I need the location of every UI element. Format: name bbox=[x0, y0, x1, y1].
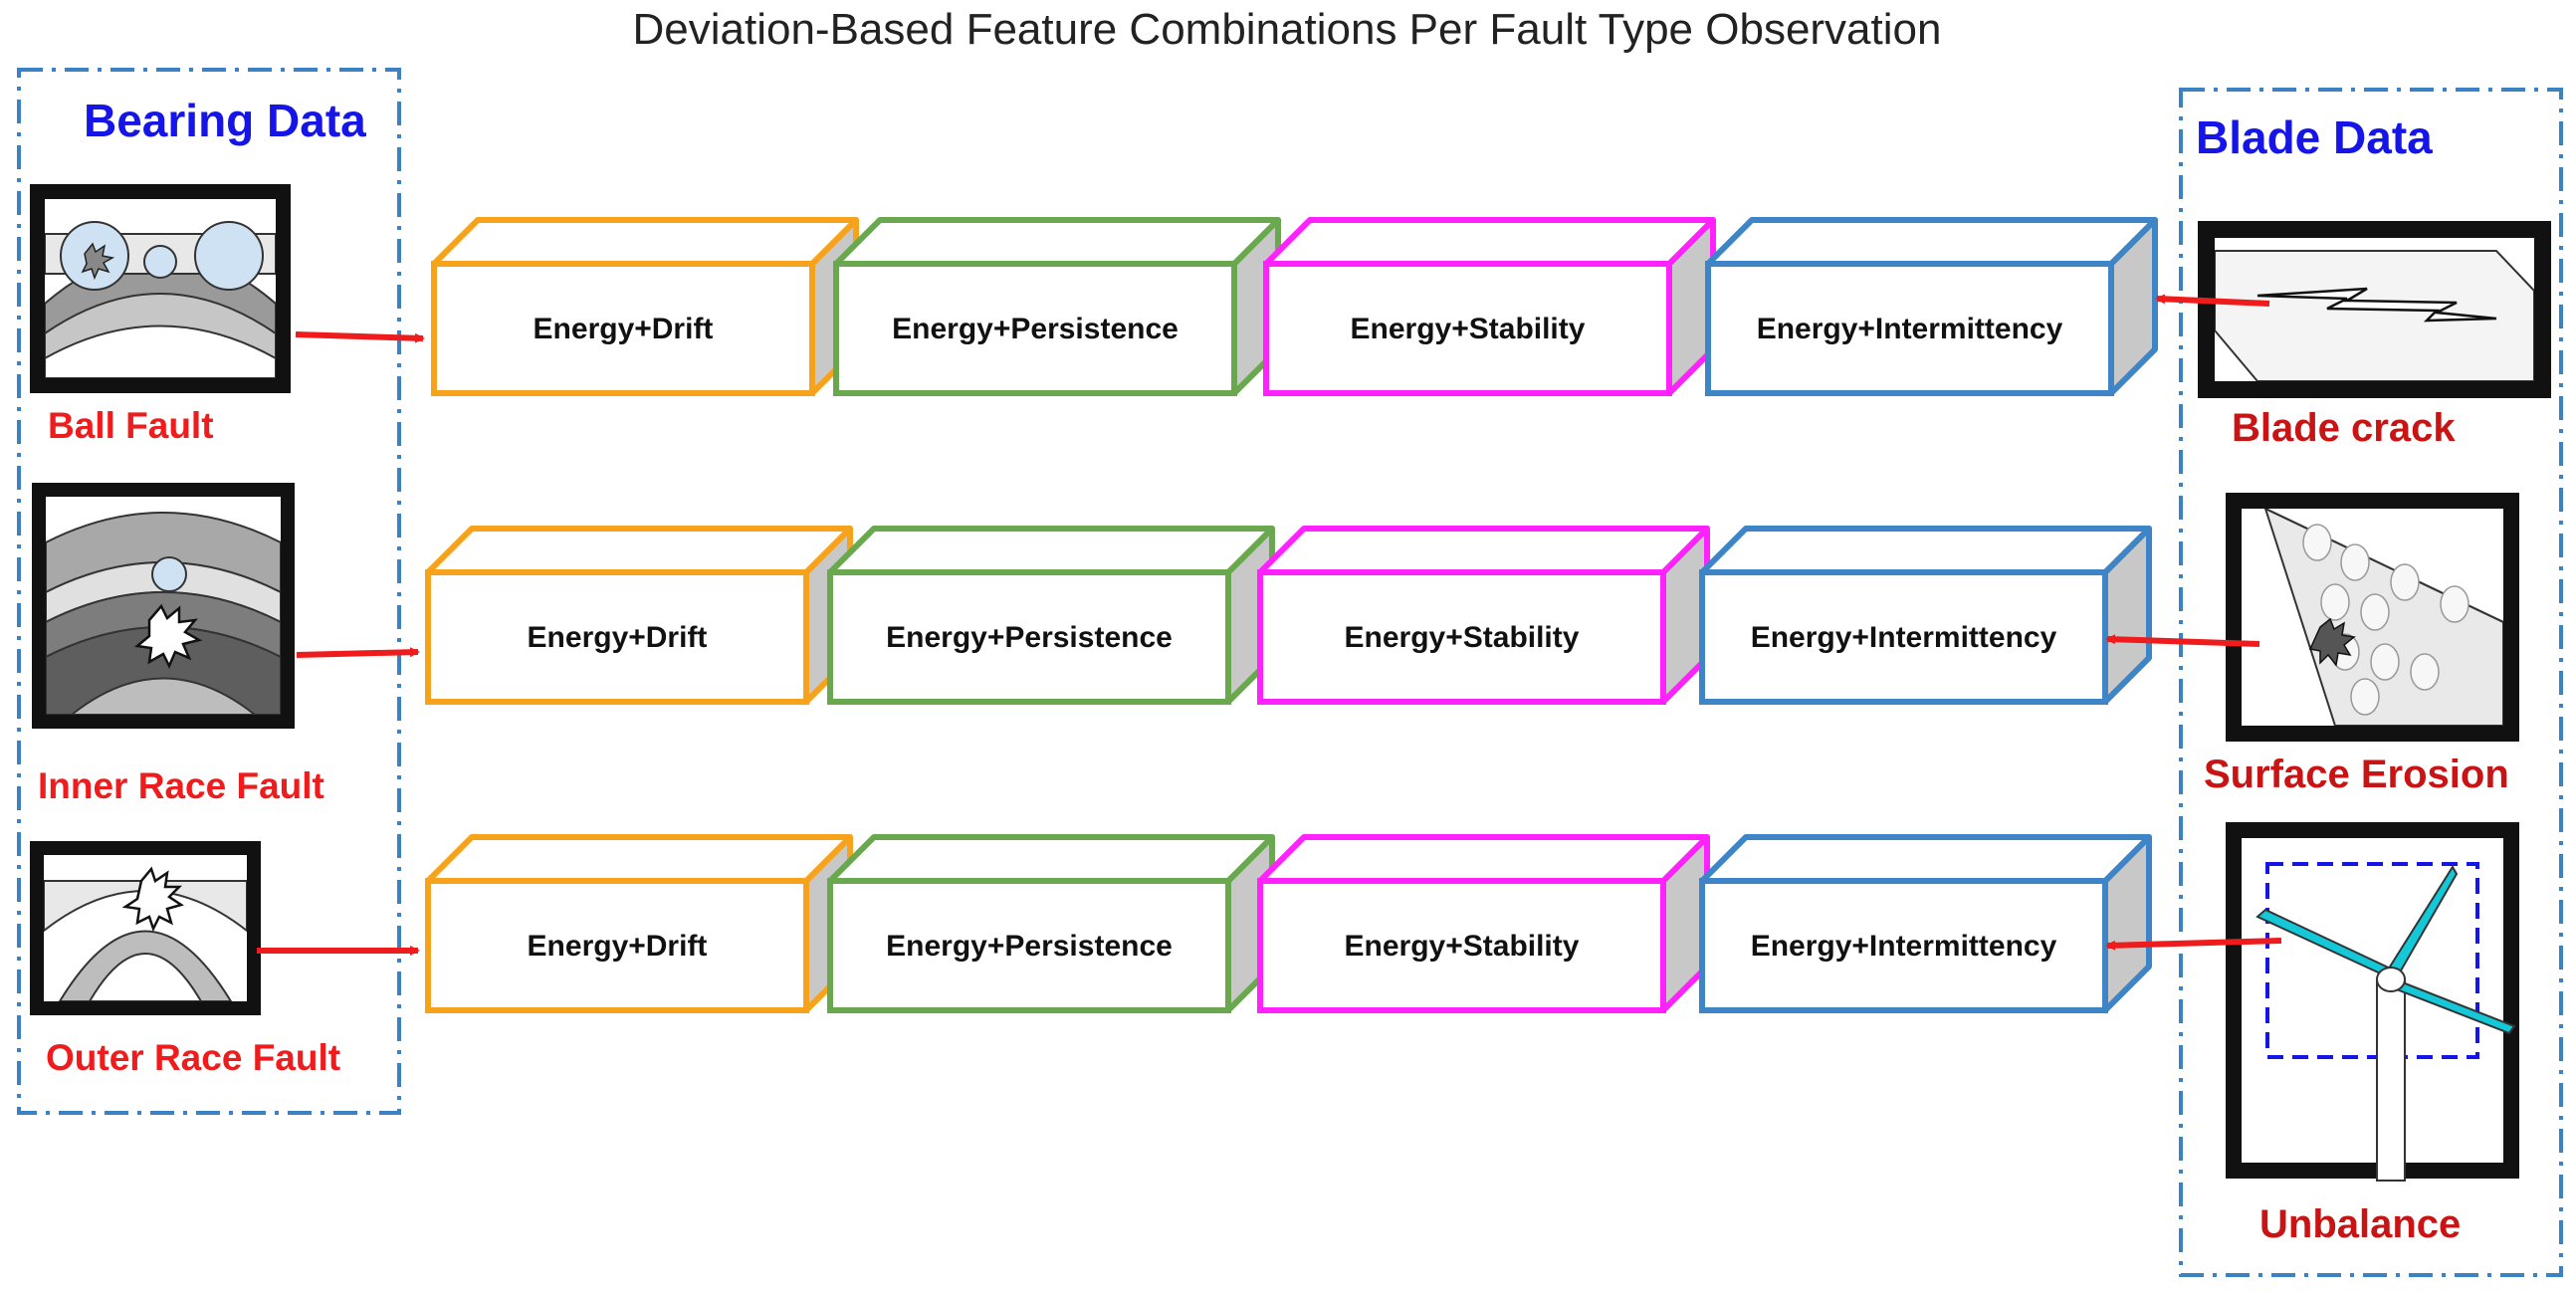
feature-box-intermittency: Energy+Intermittency bbox=[1699, 526, 2152, 705]
box-top-face bbox=[431, 217, 859, 267]
blade-panel-title: Blade Data bbox=[2196, 111, 2433, 163]
box-top-face bbox=[1699, 526, 2152, 575]
blade-crack-label: Blade crack bbox=[2232, 406, 2456, 450]
box-front-face bbox=[1257, 878, 1666, 1013]
box-front-face bbox=[827, 878, 1231, 1013]
blade-crack-icon bbox=[2198, 221, 2551, 398]
inner-race-fault-icon bbox=[32, 483, 295, 729]
arrow-blade-crack bbox=[2155, 294, 2270, 307]
box-front-face bbox=[1705, 261, 2114, 396]
unbalance-label: Unbalance bbox=[2259, 1202, 2461, 1246]
feature-box-label: Energy+Intermittency bbox=[1751, 621, 2057, 654]
feature-box-stability: Energy+Stability bbox=[1263, 217, 1716, 396]
box-top-face bbox=[1705, 217, 2158, 267]
box-top-face bbox=[833, 217, 1281, 267]
box-top-face bbox=[1263, 217, 1716, 267]
arrow-unbalance bbox=[2105, 938, 2282, 951]
feature-row-2: Energy+Drift Energy+Persistence Energy+Sta… bbox=[425, 526, 2152, 705]
bearing-panel-border bbox=[17, 68, 401, 1115]
ball-fault-icon bbox=[30, 184, 291, 393]
box-top-face bbox=[1699, 834, 2152, 884]
wind-turbine-icon bbox=[2226, 822, 2519, 1182]
feature-box-drift: Energy+Drift bbox=[425, 526, 853, 705]
box-front-face bbox=[827, 569, 1231, 705]
box-front-face bbox=[1263, 261, 1672, 396]
arrow-ball-fault bbox=[295, 331, 425, 343]
box-front-face bbox=[425, 569, 809, 705]
box-top-face bbox=[1257, 834, 1710, 884]
box-top-face bbox=[1257, 526, 1710, 575]
box-top-face bbox=[425, 834, 853, 884]
blade-panel-border bbox=[2179, 88, 2563, 1277]
feature-box-label: Energy+Drift bbox=[528, 621, 708, 654]
ball-fault-label: Ball Fault bbox=[48, 405, 214, 446]
box-front-face bbox=[1699, 878, 2108, 1013]
box-top-face bbox=[425, 526, 853, 575]
bearing-panel-title: Bearing Data bbox=[84, 95, 366, 146]
box-top-face bbox=[827, 834, 1275, 884]
feature-box-persistence: Energy+Persistence bbox=[827, 526, 1275, 705]
feature-box-persistence: Energy+Persistence bbox=[833, 217, 1281, 396]
box-front-face bbox=[431, 261, 815, 396]
outer-race-fault-label: Outer Race Fault bbox=[46, 1037, 340, 1078]
feature-box-stability: Energy+Stability bbox=[1257, 526, 1710, 705]
arrow-inner-race-fault bbox=[296, 647, 420, 658]
feature-box-label: Energy+Persistence bbox=[886, 621, 1173, 654]
feature-row-3: Energy+Drift Energy+Persistence Energy+Sta… bbox=[425, 834, 2152, 1013]
arrow-surface-erosion bbox=[2105, 634, 2260, 647]
feature-box-label: Energy+Stability bbox=[1351, 313, 1586, 345]
box-front-face bbox=[1257, 569, 1666, 705]
feature-box-label: Energy+Intermittency bbox=[1751, 930, 2057, 963]
feature-row-1: Energy+Drift Energy+Persistence Energy+Sta… bbox=[431, 217, 2158, 396]
feature-box-intermittency: Energy+Intermittency bbox=[1699, 834, 2152, 1013]
feature-box-stability: Energy+Stability bbox=[1257, 834, 1710, 1013]
feature-box-label: Energy+Persistence bbox=[886, 930, 1173, 963]
bearing-data-panel: Bearing Data Ball Fault bbox=[17, 68, 401, 1115]
feature-box-label: Energy+Persistence bbox=[892, 313, 1179, 345]
feature-box-persistence: Energy+Persistence bbox=[827, 834, 1275, 1013]
blade-data-panel: Blade Data Blade crack bbox=[2179, 88, 2563, 1277]
box-top-face bbox=[827, 526, 1275, 575]
feature-box-label: Energy+Stability bbox=[1345, 930, 1580, 963]
feature-box-drift: Energy+Drift bbox=[431, 217, 859, 396]
diagram-title: Deviation-Based Feature Combinations Per… bbox=[633, 5, 1942, 54]
outer-race-fault-icon bbox=[30, 841, 261, 1015]
surface-erosion-label: Surface Erosion bbox=[2204, 753, 2509, 796]
feature-box-label: Energy+Drift bbox=[528, 930, 708, 963]
surface-erosion-icon bbox=[2226, 493, 2519, 742]
box-front-face bbox=[833, 261, 1237, 396]
feature-box-label: Energy+Stability bbox=[1345, 621, 1580, 654]
inner-race-fault-label: Inner Race Fault bbox=[38, 765, 324, 806]
box-front-face bbox=[1699, 569, 2108, 705]
feature-box-drift: Energy+Drift bbox=[425, 834, 853, 1013]
feature-box-intermittency: Energy+Intermittency bbox=[1705, 217, 2158, 396]
box-front-face bbox=[425, 878, 809, 1013]
feature-box-label: Energy+Intermittency bbox=[1757, 313, 2063, 345]
fault-arrows bbox=[257, 294, 2282, 956]
feature-box-label: Energy+Drift bbox=[534, 313, 714, 345]
